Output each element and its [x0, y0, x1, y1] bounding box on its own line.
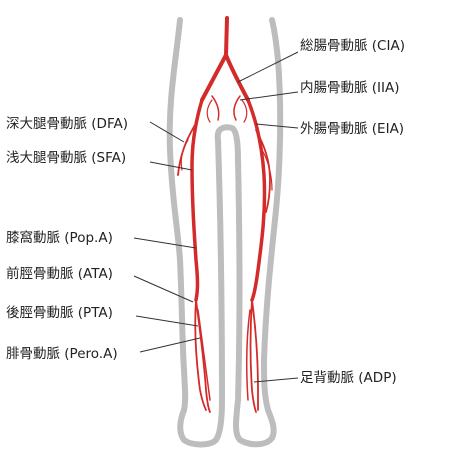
right-iia-path — [233, 95, 241, 121]
label-dfa: 深大腿骨動脈 (DFA) — [6, 116, 128, 132]
leg-silhouette — [166, 17, 284, 448]
left-iia-path — [211, 95, 220, 121]
leader-lines — [133, 51, 299, 383]
right-pero-path — [245, 309, 251, 401]
right-ata-path — [249, 299, 257, 413]
left-ata-path — [195, 299, 211, 413]
leader-popa — [133, 237, 197, 249]
outer-body-outline — [166, 17, 284, 448]
label-popa: 膝窩動脈 (Pop.A) — [6, 230, 113, 246]
label-sfa: 浅大腿骨動脈 (SFA) — [6, 150, 127, 166]
aorta-path — [224, 16, 229, 57]
label-ata: 前脛骨動脈 (ATA) — [6, 266, 113, 282]
leader-ata — [133, 275, 194, 303]
right-iia-branch — [241, 99, 248, 123]
leader-pta — [135, 315, 199, 327]
label-pta: 後脛骨動脈 (PTA) — [6, 305, 113, 321]
label-iia: 内腸骨動脈 (IIA) — [300, 80, 400, 96]
left-cia-path — [200, 53, 228, 102]
leader-adp — [253, 377, 299, 383]
right-dfa-branch — [261, 149, 273, 191]
leader-dfa — [149, 121, 185, 143]
leader-sfa — [149, 161, 193, 171]
leader-eia — [255, 123, 299, 129]
label-adp: 足背動脈 (ADP) — [300, 370, 397, 386]
left-pta-path — [194, 299, 207, 411]
label-eia: 外腸骨動脈 (EIA) — [300, 121, 405, 137]
leader-cia — [237, 51, 299, 83]
right-cia-path — [224, 53, 250, 102]
leader-iia — [239, 91, 299, 101]
left-iia-branch — [206, 99, 213, 123]
right-dfa-path — [255, 129, 271, 213]
right-pta-path — [251, 299, 259, 411]
arteries — [177, 16, 273, 413]
label-cia: 総腸骨動脈 (CIA) — [300, 38, 405, 54]
left-dfa-branch — [180, 139, 189, 171]
leader-pero — [139, 337, 201, 353]
left-pero-path — [197, 309, 211, 401]
label-pero: 腓骨動脈 (Pero.A) — [6, 346, 118, 362]
left-eia-sfa-path — [190, 98, 204, 302]
